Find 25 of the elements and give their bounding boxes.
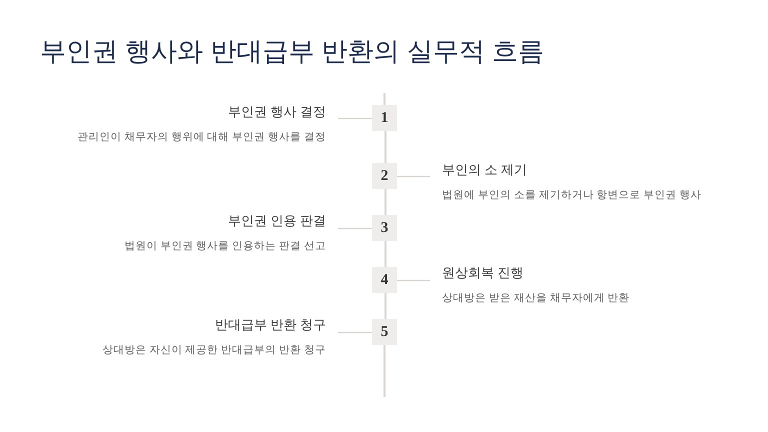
step-number: 2 xyxy=(372,163,397,189)
step-number: 1 xyxy=(372,105,397,131)
step-description: 관리인이 채무자의 행위에 대해 부인권 행사를 결정 xyxy=(77,130,326,145)
step-description: 법원이 부인권 행사를 인용하는 판결 선고 xyxy=(124,239,326,254)
step-heading: 부인권 행사 결정 xyxy=(228,103,326,121)
step-description: 법원에 부인의 소를 제기하거나 항변으로 부인권 행사 xyxy=(442,188,702,203)
timeline-line xyxy=(384,131,386,163)
step-heading: 반대급부 반환 청구 xyxy=(214,316,326,334)
step-heading: 부인권 인용 판결 xyxy=(228,212,326,230)
step-number: 4 xyxy=(372,267,397,293)
step-number: 5 xyxy=(372,319,397,345)
diagram-title: 부인권 행사와 반대급부 반환의 실무적 흐름 xyxy=(40,35,544,68)
leader-line xyxy=(338,118,372,120)
leader-line xyxy=(397,280,430,282)
timeline-line xyxy=(384,293,386,319)
step-number: 3 xyxy=(372,215,397,241)
leader-line xyxy=(397,176,430,178)
step-heading: 원상회복 진행 xyxy=(442,264,524,282)
step-description: 상대방은 받은 재산을 채무자에게 반환 xyxy=(442,291,630,306)
step-description: 상대방은 자신이 제공한 반대급부의 반환 청구 xyxy=(102,343,326,358)
timeline-line xyxy=(384,241,386,267)
leader-line xyxy=(338,228,372,230)
step-heading: 부인의 소 제기 xyxy=(442,161,528,179)
leader-line xyxy=(338,332,372,334)
timeline-line xyxy=(384,189,386,215)
